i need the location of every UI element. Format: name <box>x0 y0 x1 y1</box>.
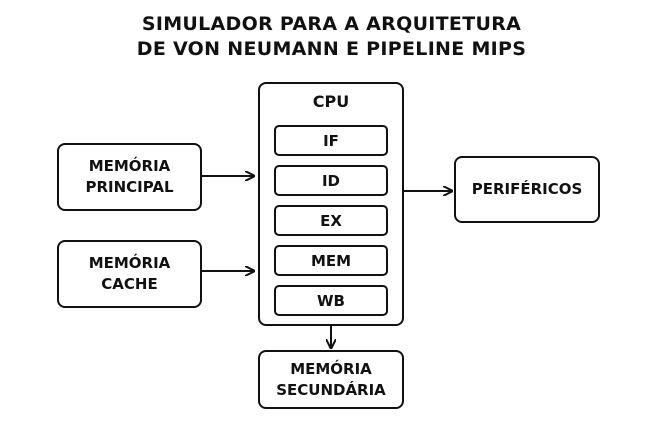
memoria-secundaria-line-1: MEMÓRIA <box>290 359 372 378</box>
memoria-principal-line-1: MEMÓRIA <box>88 157 171 175</box>
pipeline-stage-id: ID <box>274 165 388 196</box>
pipeline-stage-if: IF <box>274 125 388 156</box>
memoria-principal-line-2: PRINCIPAL <box>85 178 174 196</box>
memoria-secundaria-line-2: SECUNDÁRIA <box>276 380 386 399</box>
title-line-1: SIMULADOR PARA A ARQUITETURA <box>141 13 522 35</box>
memoria-cache-line-1: MEMÓRIA <box>88 254 171 272</box>
diagram-title: SIMULADOR PARA A ARQUITETURA DE VON NEUM… <box>0 12 663 62</box>
perifericos-box: PERIFÉRICOS <box>454 156 600 223</box>
memoria-secundaria-box: MEMÓRIA SECUNDÁRIA <box>258 350 404 409</box>
pipeline-stage-mem: MEM <box>274 245 388 276</box>
pipeline-stage-wb: WB <box>274 285 388 316</box>
memoria-cache-line-2: CACHE <box>101 275 158 293</box>
memoria-principal-box: MEMÓRIA PRINCIPAL <box>57 143 202 211</box>
memoria-cache-box: MEMÓRIA CACHE <box>57 240 202 308</box>
cpu-label: CPU <box>312 92 350 111</box>
pipeline-stage-ex: EX <box>274 205 388 236</box>
title-line-2: DE VON NEUMANN E PIPELINE MIPS <box>136 38 527 60</box>
perifericos-label: PERIFÉRICOS <box>471 180 583 198</box>
